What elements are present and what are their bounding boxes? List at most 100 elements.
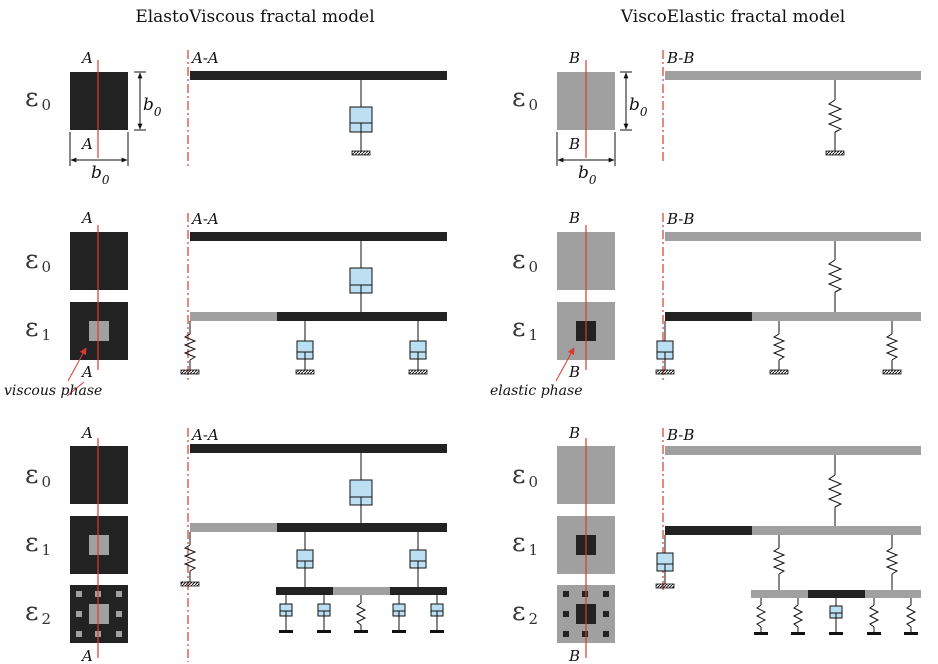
ev-b0-horizontal: b0 [91,163,110,187]
ev-cell-eps0 [70,446,128,504]
spring-icon [769,321,789,375]
ve-bar-eps2-light [751,590,808,598]
dashpot-icon [430,595,444,633]
spring-icon [772,535,786,590]
ev-bar-eps2-dark [390,587,447,595]
ev-label-a-bottom: A [80,135,93,153]
spring-icon [354,595,368,633]
ve-bar-eps0 [665,71,921,80]
ve-label-b-bottom: B [568,135,580,153]
ev-label-a-top: A [80,209,93,227]
dashpot-icon [655,535,675,589]
ve-bar-eps2-dark [808,590,865,598]
spring-icon [827,455,843,526]
dashpot-icon [409,532,427,587]
ev-label-a-bottom: A [80,363,93,381]
viscous-phase-label: viscous phase [4,383,102,399]
elastic-phase-label: elastic phase [490,383,582,399]
ev-section-label: A-A [190,49,219,67]
spring-icon [180,532,200,587]
ev-annotation-arrow [67,347,87,382]
ve-section-label: B-B [666,210,694,228]
left-model-title: ElastoViscous fractal model [135,7,374,27]
ev-bar-eps1-dark [277,312,447,321]
ev-label-a-bottom: A [80,647,93,664]
dashpot-icon [279,595,293,633]
ve-bar-eps1-dark [665,312,752,321]
dashpot-icon [655,321,675,375]
dashpot-icon [349,80,373,156]
ve-bar-eps1-light [752,312,921,321]
ve-bar-eps1-light [752,526,921,535]
spring-icon [904,598,918,635]
ve-bar-eps0 [665,446,921,455]
ve-b0-vertical: b0 [629,95,648,119]
ve-bar-eps2-light [865,590,921,598]
spring-icon [791,598,805,635]
ve-label-b-top: B [568,209,580,227]
ev-cell-eps0 [70,72,128,130]
ev-annotation-arrow [66,381,85,397]
ev-bar-eps0 [190,232,447,241]
ev-label-a-top: A [80,424,93,442]
dashpot-icon [349,241,373,312]
ev-bar-eps2-dark [276,587,333,595]
ve-b0-horizontal: b0 [578,163,597,187]
ev-bar-eps2-light [333,587,390,595]
ev-label-a-top: A [80,49,93,67]
spring-icon [754,598,768,635]
spring-icon [867,598,881,635]
spring-icon [885,535,899,590]
ve-section-label: B-B [666,426,694,444]
ev-section-label: A-A [190,210,219,228]
ve-bar-eps0 [665,232,921,241]
ev-bar-eps1-dark [277,523,447,532]
dashpot-icon [408,321,428,375]
ve-label-b-bottom: B [568,647,580,664]
ve-label-b-bottom: B [568,363,580,381]
ve-label-b-top: B [568,424,580,442]
ev-inclusion [76,591,122,637]
spring-icon [180,321,200,375]
ve-label-b-top: B [568,49,580,67]
spring-icon [825,80,845,156]
dashpot-icon [296,532,314,587]
ev-inclusion [89,321,109,341]
dashpot-icon [317,595,331,633]
dashpot-icon [349,453,373,523]
ve-annotation-arrow [555,347,575,382]
ev-section-label: A-A [190,426,219,444]
ev-cell-eps0 [70,232,128,290]
ve-bar-eps1-dark [665,526,752,535]
ve-section-label: B-B [666,49,694,67]
spring-icon [827,241,843,312]
ev-b0-vertical: b0 [143,95,162,119]
ev-inclusion [89,535,109,555]
dashpot-icon [829,598,843,635]
ev-bar-eps1-light [190,312,277,321]
right-model-title: ViscoElastic fractal model [620,7,845,27]
spring-icon [882,321,902,375]
dashpot-icon [392,595,406,633]
dashpot-icon [295,321,315,375]
ev-bar-eps0 [190,71,447,80]
ev-bar-eps1-light [190,523,277,532]
ev-bar-eps0 [190,444,447,453]
